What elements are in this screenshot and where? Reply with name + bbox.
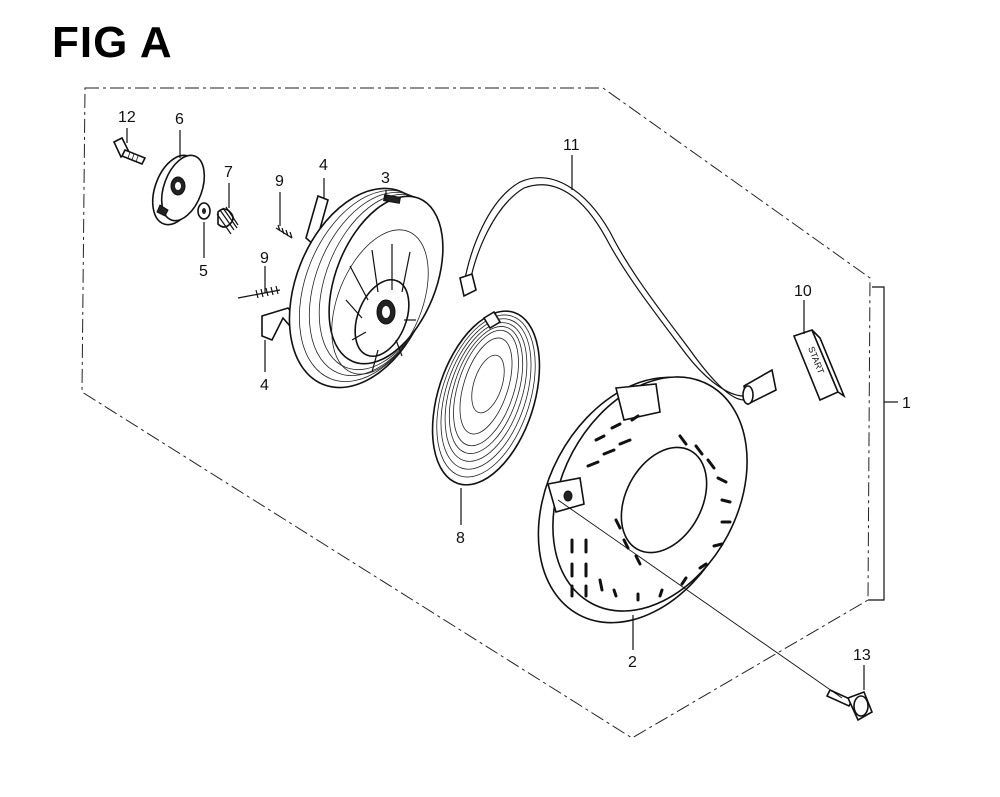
part-10-handle: START	[742, 329, 846, 406]
callout-10: 10	[794, 283, 812, 300]
part-13-bolt	[825, 688, 874, 722]
callout-5: 5	[199, 263, 208, 280]
assembly-boundary	[81, 87, 871, 739]
callout-8: 8	[456, 530, 465, 547]
callout-9a: 9	[275, 173, 284, 190]
part-9-spring-upper	[275, 224, 293, 239]
figure-title: FIG A	[52, 18, 173, 67]
part-9-spring-lower	[237, 285, 281, 299]
part-5-washer	[197, 202, 211, 220]
callout-1: 1	[902, 395, 911, 412]
callout-3: 3	[381, 170, 390, 187]
part-8-recoil-spring	[431, 310, 541, 486]
callout-6: 6	[175, 111, 184, 128]
part-7-spring	[216, 206, 239, 235]
leader-lines	[126, 128, 898, 699]
part-3-reel	[288, 187, 444, 389]
callout-2: 2	[628, 654, 637, 671]
callout-11: 11	[563, 137, 580, 154]
callout-13: 13	[853, 647, 871, 664]
part-12-bolt	[112, 136, 147, 166]
callout-9b: 9	[260, 250, 269, 267]
part-11-rope	[459, 177, 745, 401]
part-6-ratchet-cap	[151, 154, 206, 226]
callout-4b: 4	[260, 377, 269, 394]
part-2-starter-case	[537, 376, 748, 624]
callout-4a: 4	[319, 157, 328, 174]
callout-7: 7	[224, 164, 233, 181]
callout-12: 12	[118, 109, 136, 126]
